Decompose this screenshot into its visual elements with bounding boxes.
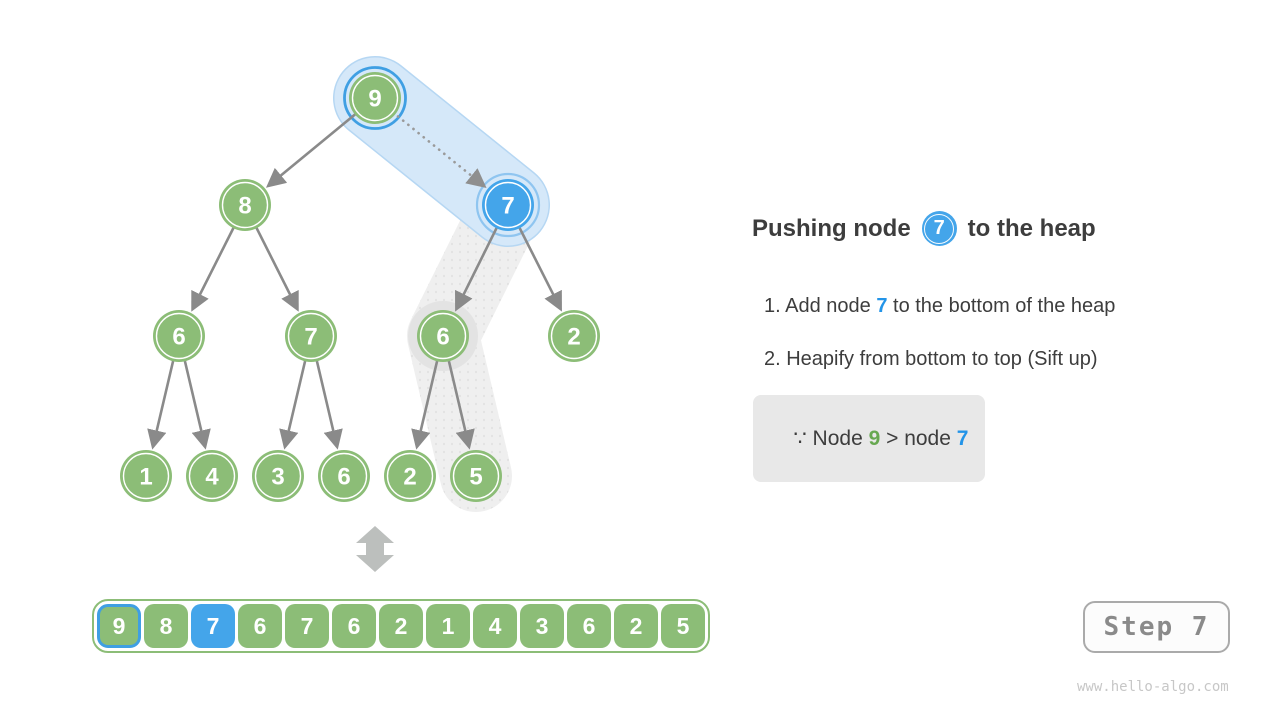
array-cell-value: 6 xyxy=(253,612,267,639)
node-value: 5 xyxy=(469,464,482,491)
step-text: 2. Heapify from bottom to top (Sift up) xyxy=(764,348,1098,370)
array-cell: 2 xyxy=(379,604,423,648)
tree-node: 4 xyxy=(186,450,238,502)
node-value: 7 xyxy=(501,193,514,220)
array-cell: 1 xyxy=(426,604,470,648)
step-text: 1. Add node xyxy=(764,295,877,317)
tree-node-root: 9 xyxy=(349,72,401,124)
node-value: 2 xyxy=(403,464,416,491)
array-cell: 6 xyxy=(238,604,282,648)
step-indicator-label: Step 7 xyxy=(1103,612,1210,642)
step-item-1: 1. Add node 7 to the bottom of the heap xyxy=(764,292,1115,320)
note-green-value: 9 xyxy=(868,427,881,450)
array-cell: 8 xyxy=(144,604,188,648)
tree-node: 6 xyxy=(417,310,469,362)
array-cell-value: 2 xyxy=(629,612,643,639)
compare-arrow xyxy=(396,115,487,188)
note-blue-value: 7 xyxy=(956,427,969,450)
pushed-node-ring xyxy=(475,172,541,238)
site-watermark: www.hello-algo.com xyxy=(1077,679,1229,695)
node-value: 1 xyxy=(139,464,152,491)
array-cell: 5 xyxy=(661,604,705,648)
array-cell-value: 6 xyxy=(347,612,361,639)
array-cell: 6 xyxy=(332,604,376,648)
array-cell-ring-highlighted: 9 xyxy=(97,604,141,648)
tree-node: 3 xyxy=(252,450,304,502)
array-cell-value: 3 xyxy=(535,612,549,639)
note-text: ∵ Node xyxy=(793,427,869,450)
array-cell-value: 7 xyxy=(206,612,220,639)
tree-node: 6 xyxy=(153,310,205,362)
tree-node: 5 xyxy=(450,450,502,502)
tree-node-pushed: 7 xyxy=(482,179,534,231)
pushed-node-value: 7 xyxy=(933,217,945,239)
title-pre: Pushing node xyxy=(752,214,911,242)
array-cell: 4 xyxy=(473,604,517,648)
tree-node: 2 xyxy=(548,310,600,362)
comparison-note: ∵ Node 9 > node 7 xyxy=(753,395,986,482)
node-value: 2 xyxy=(567,324,580,351)
array-cell-value: 8 xyxy=(159,612,173,639)
tree-node: 1 xyxy=(120,450,172,502)
array-cell: 6 xyxy=(567,604,611,648)
node-value: 6 xyxy=(337,464,350,491)
title-post: to the heap xyxy=(967,214,1096,242)
array-cell: 2 xyxy=(614,604,658,648)
array-cell-value: 5 xyxy=(676,612,690,639)
step-emphasis: 7 xyxy=(876,295,888,317)
step-text: to the bottom of the heap xyxy=(887,295,1116,317)
array-cell-value: 7 xyxy=(300,612,314,639)
node-value: 8 xyxy=(238,193,251,220)
panel-title: Pushing node 7 to the heap xyxy=(752,211,1096,246)
node-value: 7 xyxy=(304,324,317,351)
step-indicator: Step 7 xyxy=(1083,601,1230,653)
array-cell-value: 4 xyxy=(488,612,502,639)
step-item-2: 2. Heapify from bottom to top (Sift up) xyxy=(764,345,1115,373)
node-value: 9 xyxy=(368,86,381,113)
tree-node: 2 xyxy=(384,450,436,502)
array-cell-value: 1 xyxy=(441,612,455,639)
array-cell-value: 6 xyxy=(582,612,596,639)
tree-node: 7 xyxy=(285,310,337,362)
root-node-ring xyxy=(343,66,407,130)
heap-array: 9 8 7 6 7 6 2 1 4 3 6 2 5 xyxy=(92,599,710,653)
array-cell: 7 xyxy=(285,604,329,648)
tree-array-equivalence-arrow xyxy=(356,526,394,572)
array-cell: 3 xyxy=(520,604,564,648)
note-text: > node xyxy=(880,427,957,450)
node-value: 3 xyxy=(271,464,284,491)
node-value: 6 xyxy=(436,324,449,351)
array-cell-value: 9 xyxy=(112,612,126,639)
array-cell-fill-highlighted: 7 xyxy=(191,604,235,648)
node-value: 6 xyxy=(172,324,185,351)
step-list: 1. Add node 7 to the bottom of the heap … xyxy=(764,292,1115,373)
pushed-node-badge: 7 xyxy=(921,211,957,246)
array-cell-value: 2 xyxy=(394,612,408,639)
tree-node: 8 xyxy=(219,179,271,231)
tree-node: 6 xyxy=(318,450,370,502)
heap-tree: 9 8 7 6 7 6 2 xyxy=(120,56,600,572)
node-value: 4 xyxy=(205,464,219,491)
